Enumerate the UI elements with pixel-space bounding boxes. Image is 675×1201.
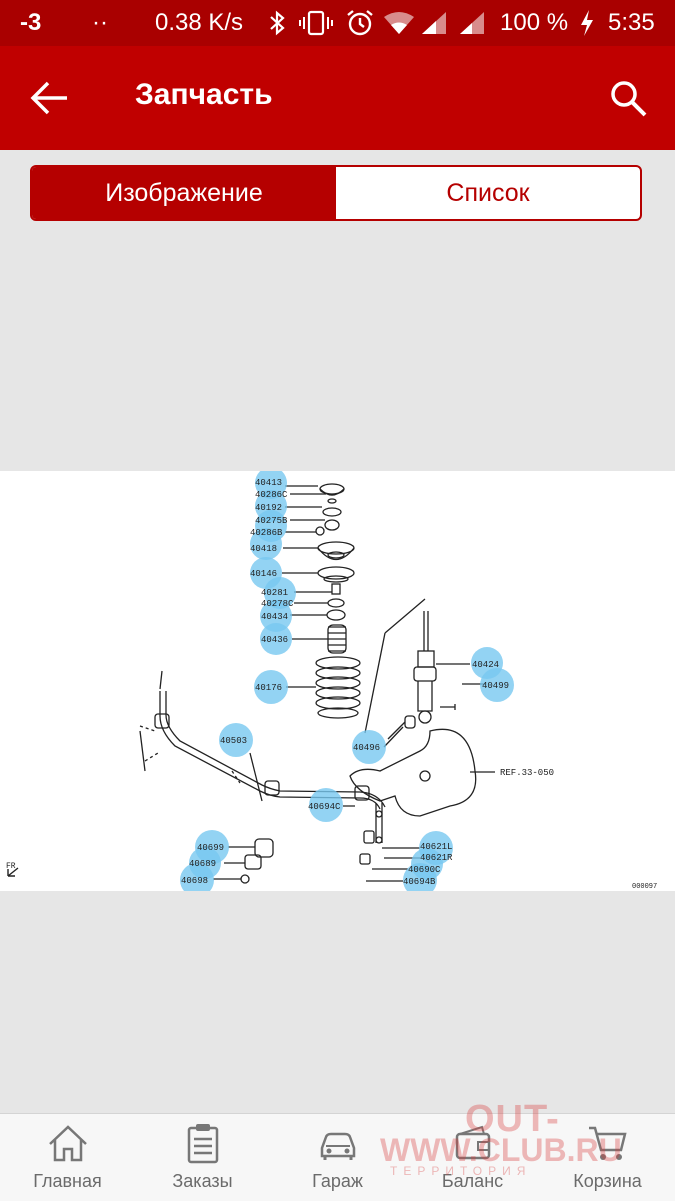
nav-home-label: Главная [33, 1171, 102, 1191]
callout-label[interactable]: 40689 [189, 859, 216, 869]
callout-label[interactable]: 40275B [255, 516, 288, 526]
callout-label[interactable]: 40424 [472, 660, 499, 670]
nav-orders[interactable]: Заказы [135, 1114, 270, 1201]
app-bar: Запчасть [0, 46, 675, 150]
back-arrow-icon[interactable] [30, 80, 70, 116]
battery-level: 100 % [500, 9, 569, 36]
callout-label[interactable]: 40499 [482, 681, 509, 691]
alarm-icon [347, 10, 373, 36]
callout-label[interactable]: 40278C [261, 599, 294, 609]
callout-label[interactable]: 40176 [255, 683, 282, 693]
nav-garage-label: Гараж [312, 1171, 363, 1191]
status-bar: -3 ·· 0.38 K/s 100 % 5:35 [0, 0, 675, 46]
diagram-code: 000097 [632, 883, 657, 891]
parts-diagram: 40413 40286C 40192 40275B 40286B 40418 4… [0, 471, 675, 891]
callout-labels: 40413 40286C 40192 40275B 40286B 40418 4… [6, 471, 657, 891]
callout-label[interactable]: 40281 [261, 588, 288, 598]
callout-label[interactable]: 40192 [255, 503, 282, 513]
callout-label[interactable]: 40286B [250, 528, 283, 538]
bottom-navigation: Главная Заказы Гараж Баланс Корзина [0, 1113, 675, 1201]
car-icon [320, 1132, 356, 1160]
view-toggle: Изображение Список [30, 165, 642, 221]
signal-icon-1 [422, 12, 446, 34]
home-icon [49, 1125, 87, 1162]
notification-dots: ·· [92, 9, 108, 36]
callout-label[interactable]: 40496 [353, 743, 380, 753]
network-speed: 0.38 K/s [155, 9, 244, 36]
nav-cart[interactable]: Корзина [540, 1114, 675, 1201]
callout-label[interactable]: 40418 [250, 544, 277, 554]
nav-cart-label: Корзина [573, 1171, 642, 1191]
search-icon[interactable] [608, 78, 648, 118]
ref-label: REF.33-050 [500, 768, 554, 778]
charging-icon [581, 10, 593, 36]
callout-label[interactable]: 40621L [420, 842, 452, 852]
clipboard-icon [187, 1124, 219, 1164]
nav-balance[interactable]: Баланс [405, 1114, 540, 1201]
bluetooth-icon [270, 10, 285, 36]
nav-balance-label: Баланс [441, 1171, 504, 1191]
callout-label[interactable]: 40436 [261, 635, 288, 645]
fr-label: FR [6, 862, 16, 871]
nav-home[interactable]: Главная [0, 1114, 135, 1201]
tab-image[interactable]: Изображение [32, 167, 336, 219]
wifi-icon [384, 12, 414, 34]
callout-label[interactable]: 40690C [408, 865, 441, 875]
callout-label[interactable]: 40621R [420, 853, 453, 863]
callout-label[interactable]: 40434 [261, 612, 288, 622]
nav-garage[interactable]: Гараж [270, 1114, 405, 1201]
nav-orders-label: Заказы [172, 1171, 233, 1191]
clock: 5:35 [608, 9, 655, 36]
parts-diagram-drawing: 40413 40286C 40192 40275B 40286B 40418 4… [6, 471, 657, 891]
cart-icon [589, 1126, 627, 1160]
callout-label[interactable]: 40503 [220, 736, 247, 746]
wallet-icon [455, 1125, 491, 1160]
signal-icon-2 [460, 12, 484, 34]
callout-label[interactable]: 40146 [250, 569, 277, 579]
callout-label[interactable]: 40699 [197, 843, 224, 853]
page-title: Запчасть [135, 78, 273, 111]
callout-label[interactable]: 40413 [255, 478, 282, 488]
vibrate-icon [299, 10, 333, 36]
notification-count: -3 [20, 9, 42, 36]
callout-label[interactable]: 40694C [308, 802, 341, 812]
callout-label[interactable]: 40286C [255, 490, 288, 500]
callout-label[interactable]: 40694B [403, 877, 436, 887]
callout-label[interactable]: 40698 [181, 876, 208, 886]
tab-list[interactable]: Список [446, 178, 530, 207]
